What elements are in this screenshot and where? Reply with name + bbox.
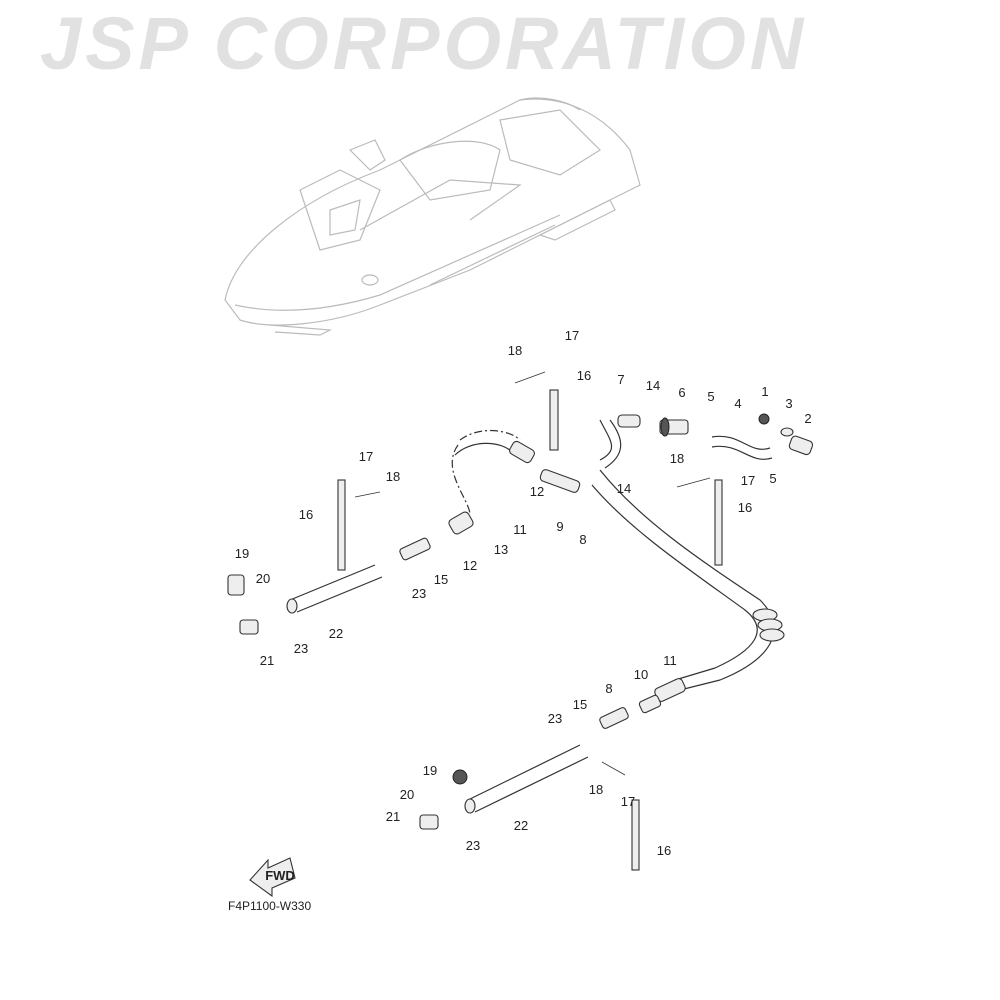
- callout-8: 8: [579, 532, 586, 547]
- callout-1: 1: [761, 384, 768, 399]
- callout-17: 17: [359, 449, 373, 464]
- nut-1: [758, 413, 770, 425]
- callout-23: 23: [548, 711, 562, 726]
- callout-17: 17: [741, 473, 755, 488]
- elbow-21: [239, 619, 259, 635]
- callout-14: 14: [646, 378, 660, 393]
- cable-tie-16-left: [337, 479, 346, 571]
- diagram-code: F4P1100-W330: [228, 899, 312, 913]
- callout-15: 15: [434, 572, 448, 587]
- callout-12: 12: [463, 558, 477, 573]
- hose-fitting: [509, 440, 535, 464]
- callout-18: 18: [508, 343, 522, 358]
- cable-tie-16-lower: [631, 799, 640, 871]
- callout-5: 5: [769, 471, 776, 486]
- fwd-label: FWD: [265, 868, 295, 883]
- callout-20: 20: [400, 787, 414, 802]
- hose-7: [617, 414, 641, 428]
- callout-2: 2: [804, 411, 811, 426]
- fitting-2: [788, 435, 814, 456]
- joint-9: [539, 469, 581, 493]
- joint-15-lower: [599, 707, 629, 729]
- fwd-arrow: FWD: [249, 857, 296, 898]
- callout-16: 16: [657, 843, 671, 858]
- callout-19: 19: [423, 763, 437, 778]
- lower-hose-assembly: [419, 707, 640, 871]
- upper-hose-assembly: [227, 371, 814, 714]
- cable-tie-16-right: [714, 479, 723, 566]
- callout-16: 16: [738, 500, 752, 515]
- callout-20: 20: [256, 571, 270, 586]
- fitting-19-lower: [452, 769, 468, 785]
- callout-14: 14: [617, 481, 631, 496]
- joint-11: [448, 511, 474, 535]
- callout-13: 13: [494, 542, 508, 557]
- callout-18: 18: [386, 469, 400, 484]
- callout-23: 23: [466, 838, 480, 853]
- washer-3: [780, 427, 794, 437]
- joint-15: [399, 537, 431, 561]
- cable-tie-16: [549, 389, 559, 451]
- joint-10: [638, 694, 662, 714]
- callout-15: 15: [573, 697, 587, 712]
- callout-17: 17: [621, 794, 635, 809]
- callout-10: 10: [634, 667, 648, 682]
- callout-8: 8: [605, 681, 612, 696]
- callout-16: 16: [577, 368, 591, 383]
- callout-12: 12: [530, 484, 544, 499]
- callout-17: 17: [565, 328, 579, 343]
- callout-4: 4: [734, 396, 741, 411]
- watercraft-illustration: [224, 97, 641, 336]
- callout-22: 22: [329, 626, 343, 641]
- callout-23: 23: [294, 641, 308, 656]
- callout-18: 18: [589, 782, 603, 797]
- callout-19: 19: [235, 546, 249, 561]
- callout-3: 3: [785, 396, 792, 411]
- callout-21: 21: [260, 653, 274, 668]
- callout-5: 5: [707, 389, 714, 404]
- callout-7: 7: [617, 372, 624, 387]
- callout-9: 9: [556, 519, 563, 534]
- callout-21: 21: [386, 809, 400, 824]
- callout-6: 6: [678, 385, 685, 400]
- elbow-21-lower: [419, 814, 439, 830]
- callout-22: 22: [514, 818, 528, 833]
- callout-18: 18: [670, 451, 684, 466]
- corrugated-section: [752, 608, 785, 642]
- callout-23: 23: [412, 586, 426, 601]
- fitting-19: [227, 574, 245, 596]
- watermark: JSP CORPORATION: [40, 2, 808, 85]
- callout-11: 11: [663, 653, 677, 668]
- callout-16: 16: [299, 507, 313, 522]
- callout-11: 11: [513, 522, 527, 537]
